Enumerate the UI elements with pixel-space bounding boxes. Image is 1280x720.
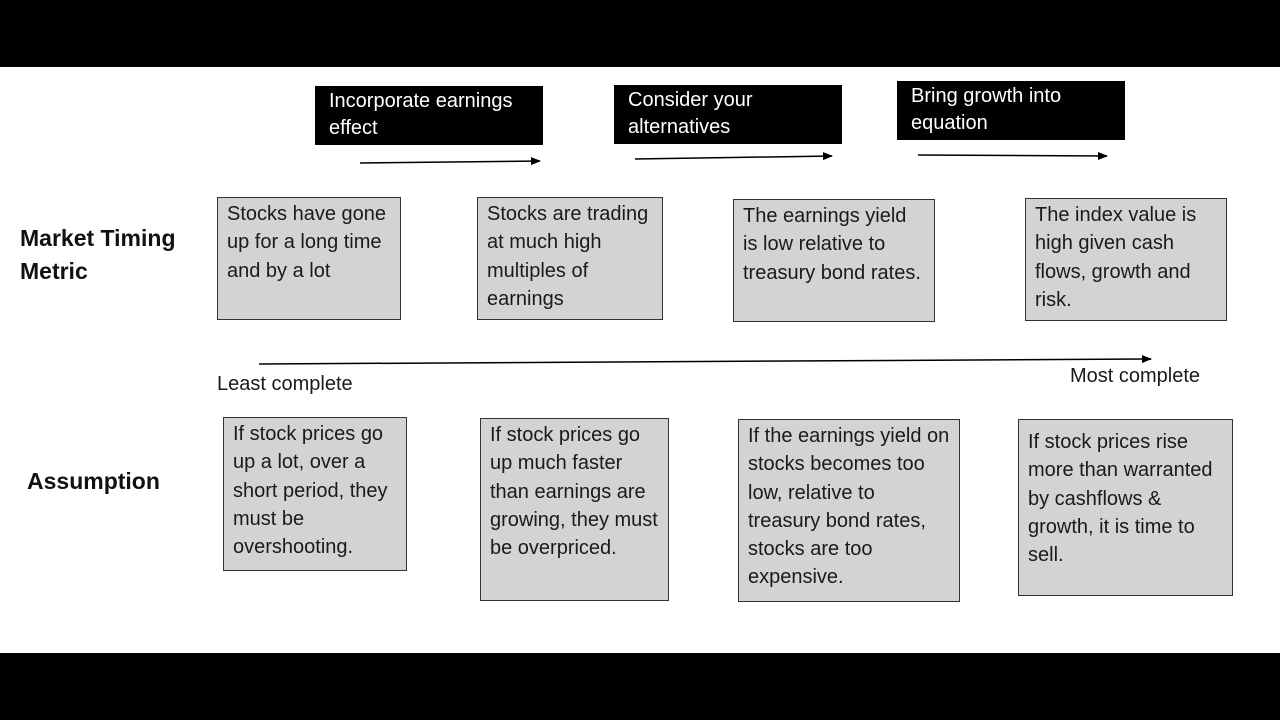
row-label-assumption: Assumption bbox=[27, 468, 160, 494]
step-arrow-2 bbox=[634, 152, 833, 161]
assumption-box-1: If stock prices go up a lot, over a shor… bbox=[223, 417, 407, 571]
assumption-box-4: If stock prices rise more than warranted… bbox=[1018, 419, 1233, 596]
step-header-growth: Bring growth into equation bbox=[897, 81, 1125, 140]
completeness-arrow bbox=[258, 355, 1152, 365]
assumption-box-3: If the earnings yield on stocks becomes … bbox=[738, 419, 960, 602]
metric-box-4: The index value is high given cash flows… bbox=[1025, 198, 1227, 321]
metric-box-1: Stocks have gone up for a long time and … bbox=[217, 197, 401, 320]
step-arrow-3 bbox=[917, 151, 1108, 160]
metric-box-2: Stocks are trading at much high multiple… bbox=[477, 197, 663, 320]
step-header-alternatives: Consider your alternatives bbox=[614, 85, 842, 144]
assumption-box-2: If stock prices go up much faster than e… bbox=[480, 418, 669, 601]
step-arrow-1 bbox=[359, 157, 541, 166]
slide: Incorporate earnings effect Consider you… bbox=[0, 67, 1280, 653]
scale-label-least: Least complete bbox=[217, 373, 353, 395]
scale-label-most: Most complete bbox=[1070, 365, 1201, 387]
arrows-layer bbox=[258, 151, 1152, 365]
step-header-earnings: Incorporate earnings effect bbox=[315, 86, 543, 145]
row-label-metric: Market Timing Metric bbox=[20, 225, 176, 284]
metric-box-3: The earnings yield is low relative to tr… bbox=[733, 199, 935, 322]
